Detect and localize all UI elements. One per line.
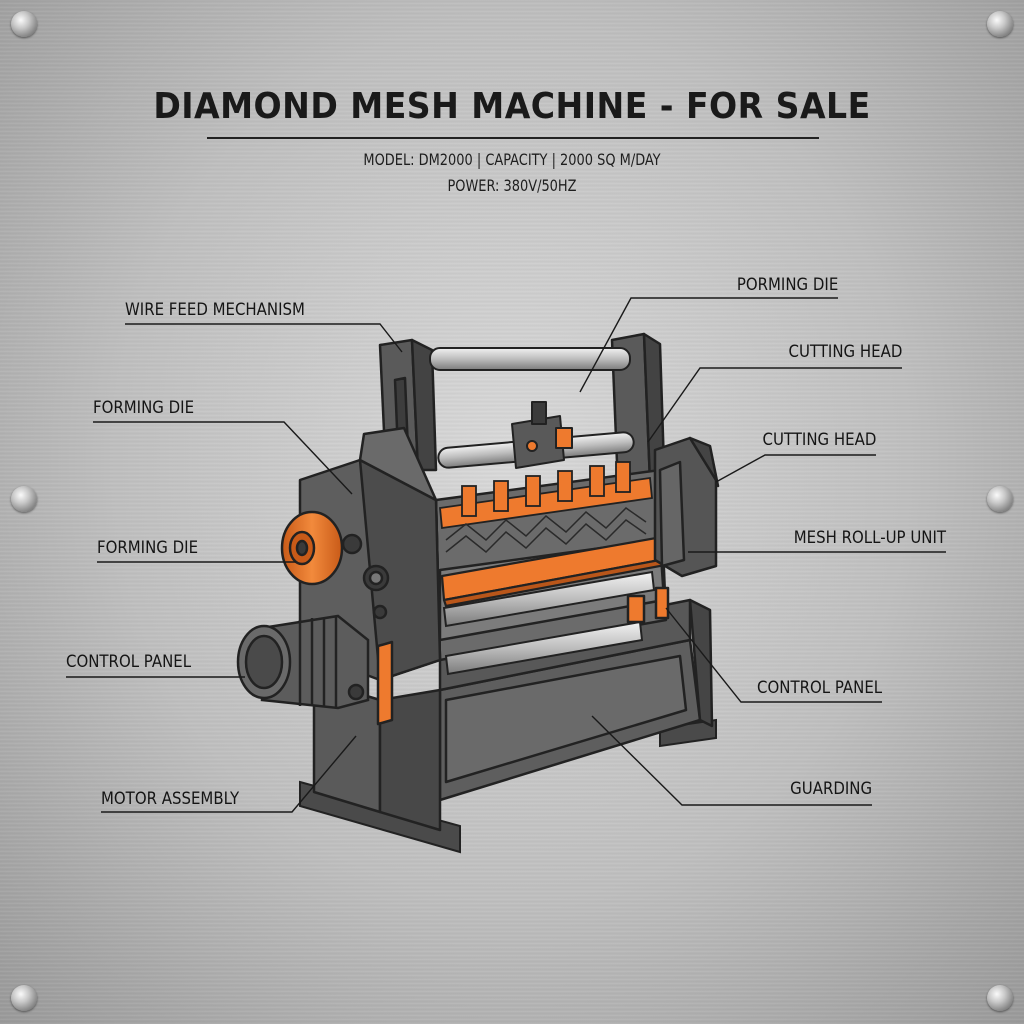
label-control-panel-right: CONTROL PANEL — [756, 678, 882, 698]
label-porming-die: PORMING DIE — [736, 275, 838, 295]
label-control-panel-left: CONTROL PANEL — [66, 652, 192, 672]
rivet-bottom-right — [987, 985, 1013, 1011]
rivet-bottom-left — [11, 985, 37, 1011]
rivet-mid-left — [11, 486, 37, 512]
leader-lines — [66, 297, 946, 813]
label-guarding: GUARDING — [790, 779, 872, 799]
rivet-top-left — [11, 11, 37, 37]
top-roller — [429, 347, 631, 371]
page-title: DIAMOND MESH MACHINE - FOR SALE — [153, 86, 871, 127]
spec-line: MODEL: DM2000 | CAPACITY | 2000 SQ M/DAY — [363, 150, 661, 169]
motor — [236, 614, 370, 710]
power-line: POWER: 380V/50HZ — [447, 176, 577, 195]
label-wire-feed-mechanism: WIRE FEED MECHANISM — [125, 300, 305, 320]
label-motor-assembly: MOTOR ASSEMBLY — [101, 789, 240, 809]
mesh-wires — [445, 507, 647, 554]
lower-rollers — [442, 570, 656, 676]
title-underline — [207, 137, 819, 139]
label-mesh-roll-up-unit: MESH ROLL-UP UNIT — [793, 528, 946, 548]
cutting-head-housing — [626, 436, 720, 624]
label-cutting-head-lower: CUTTING HEAD — [762, 430, 876, 450]
label-forming-die-upper: FORMING DIE — [93, 398, 195, 418]
label-cutting-head-upper: CUTTING HEAD — [788, 342, 902, 362]
forming-die-block — [511, 401, 573, 469]
rivet-mid-right — [987, 486, 1013, 512]
rivet-top-right — [987, 11, 1013, 37]
label-forming-die-lower: FORMING DIE — [97, 538, 199, 558]
forming-teeth — [439, 461, 653, 530]
flywheel — [280, 510, 344, 586]
